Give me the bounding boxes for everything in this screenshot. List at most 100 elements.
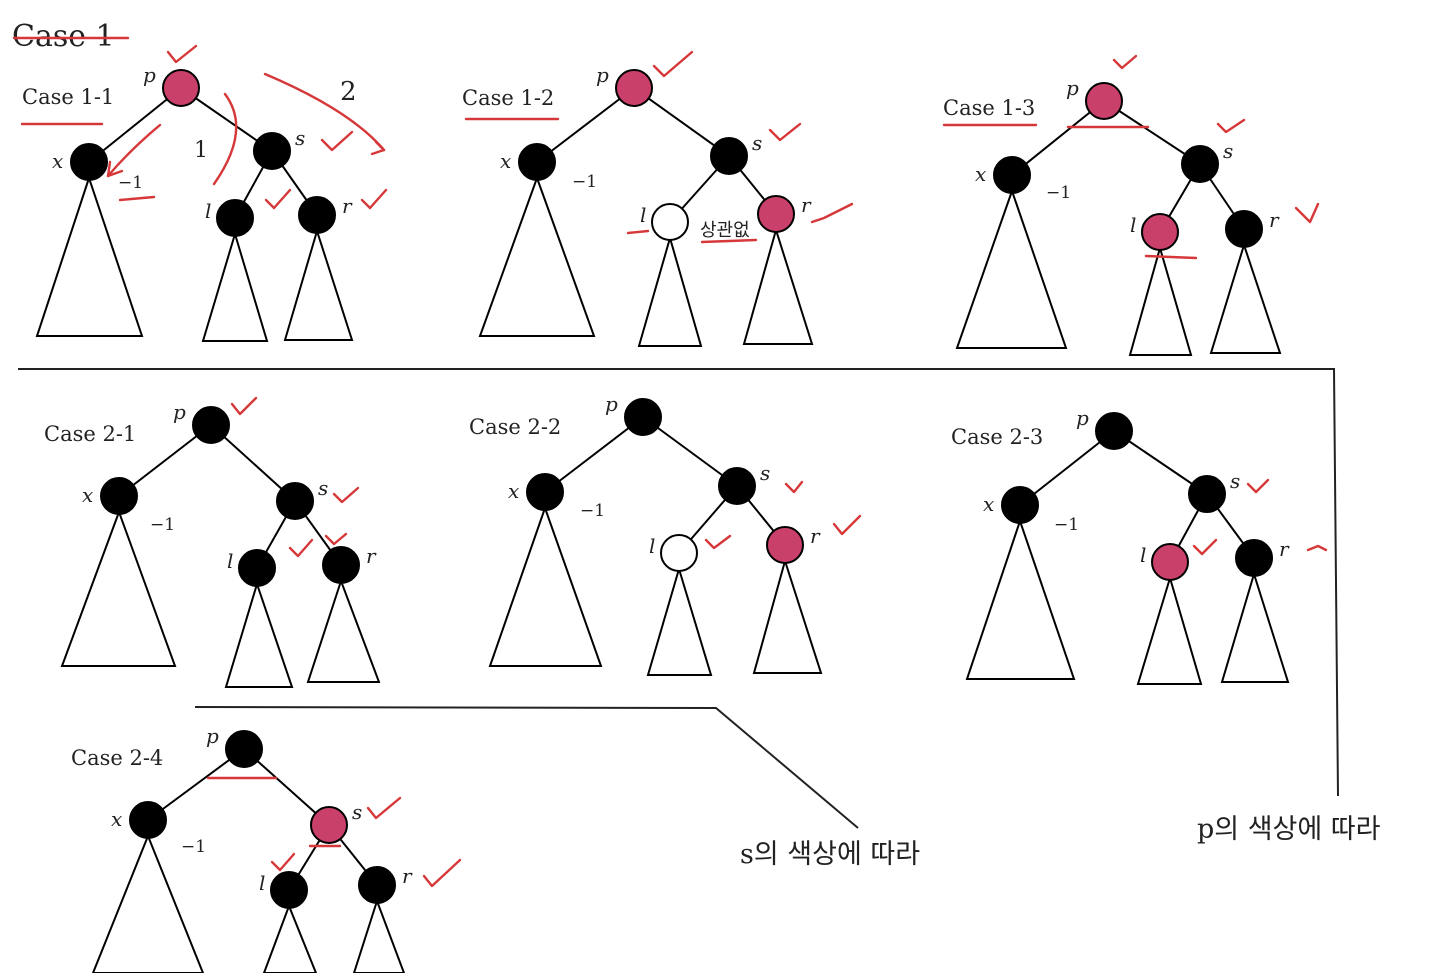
r-subtree [1209, 241, 1282, 354]
case21-check-r [324, 532, 348, 546]
node-r [358, 866, 396, 904]
node-l [216, 199, 254, 237]
label-p: p [143, 63, 156, 87]
x-minus-one-mark: −1 [572, 172, 597, 192]
case21-check-l [288, 538, 314, 558]
label-r: r [1279, 537, 1290, 561]
node-r [322, 546, 360, 584]
tree-edge [147, 748, 245, 821]
tree-edge [118, 424, 212, 497]
l-subtree [262, 903, 318, 973]
case12-check-s [768, 122, 802, 142]
l-subtree [201, 230, 269, 342]
label-p: p [173, 400, 186, 424]
case11-check-s [320, 130, 354, 152]
label-l: l [1130, 213, 1136, 237]
case22-check-l [704, 534, 732, 550]
node-p [1095, 412, 1133, 450]
case-title: Case 1-1 [22, 85, 114, 109]
case22-check-s [784, 480, 804, 494]
tree-edge [1019, 430, 1115, 506]
case11-arrow-3-head [370, 140, 386, 156]
label-x: x [983, 492, 994, 516]
tree-edge [642, 416, 738, 487]
label-r: r [810, 524, 821, 548]
label-x: x [975, 162, 986, 186]
tree-edge [544, 416, 644, 493]
case-title: Case 1-2 [462, 86, 554, 110]
label-l: l [205, 199, 211, 223]
node-l [270, 871, 308, 909]
node-r [757, 195, 795, 233]
l-subtree [224, 580, 294, 688]
label-x: x [508, 479, 519, 503]
l-subtree [637, 234, 703, 347]
label-r: r [402, 864, 413, 888]
l-subtree [1136, 574, 1203, 685]
label-r: r [1269, 208, 1280, 232]
r-subtree [1220, 570, 1290, 683]
x-minus-one-mark: −1 [150, 515, 175, 535]
node-s [310, 806, 348, 844]
node-s [718, 467, 756, 505]
node-x [526, 473, 564, 511]
label-r: r [801, 193, 812, 217]
node-x [100, 477, 138, 515]
node-s [253, 132, 291, 170]
handwritten-annotations: 1 2 상관없 [12, 36, 1328, 888]
label-s: s [752, 131, 762, 155]
case-title: Case 2-4 [71, 746, 163, 770]
x-subtree [478, 175, 596, 337]
label-x: x [52, 149, 63, 173]
case-title: Case 2-2 [469, 415, 561, 439]
tree-edge [633, 87, 730, 157]
label-p: p [1066, 76, 1079, 100]
node-r [298, 196, 336, 234]
x-minus-one-mark: −1 [181, 837, 206, 857]
node-s [1181, 145, 1219, 183]
node-p [615, 69, 653, 107]
case11-arrow-1-head [106, 160, 124, 178]
label-p: p [1076, 406, 1089, 430]
case22-check-r [832, 514, 862, 536]
s-color-note: s의 색상에 따라 [740, 839, 920, 870]
node-l [238, 549, 276, 587]
r-subtree [283, 227, 354, 341]
label-p: p [596, 63, 609, 87]
case12-check-r [810, 202, 854, 224]
node-x [993, 156, 1031, 194]
x-minus-one-mark: −1 [1046, 183, 1071, 203]
case11-minus-one-underline [118, 195, 156, 202]
case12-l-underline [626, 229, 650, 235]
case11-num-2: 2 [340, 77, 357, 107]
node-r [766, 526, 804, 564]
case11-check-p [166, 44, 198, 64]
case-title: Case 2-1 [44, 422, 136, 446]
case23-check-s [1246, 478, 1270, 494]
label-l: l [1140, 543, 1146, 567]
x-subtree [35, 174, 144, 337]
case13-check-r [1294, 202, 1320, 224]
s-color-bracket [194, 706, 859, 829]
case11-check-r [360, 188, 388, 210]
case23-check-l [1192, 538, 1218, 556]
label-x: x [500, 149, 511, 173]
node-s [710, 137, 748, 175]
label-p: p [206, 724, 219, 748]
label-s: s [318, 476, 328, 500]
case24-check-s [366, 796, 402, 820]
tree-edge [243, 748, 330, 826]
node-p [1085, 82, 1123, 120]
l-subtree [1128, 244, 1193, 356]
node-l [1141, 213, 1179, 251]
node-x [70, 143, 108, 181]
x-subtree [955, 187, 1068, 349]
label-p: p [605, 392, 618, 416]
